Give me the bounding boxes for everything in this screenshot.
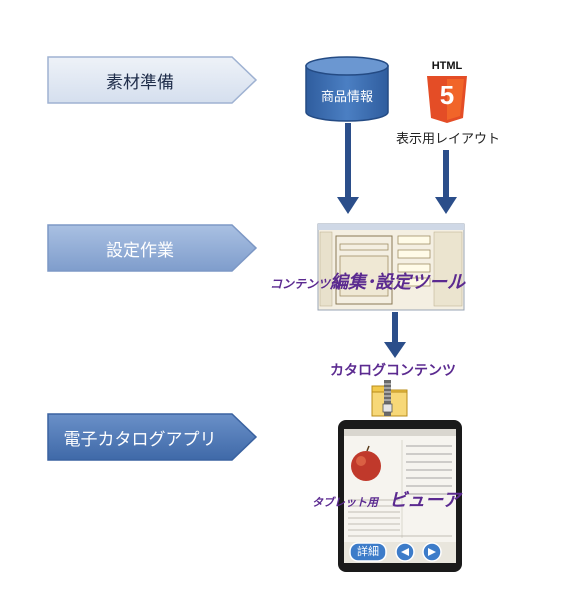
screenshot-thumbnail [317, 223, 465, 311]
stage-label-2: 設定作業 [106, 240, 174, 261]
viewer-caption: タブレット用 ビューア [312, 486, 492, 512]
stage-arrow-2 [47, 224, 258, 272]
database-label: 商品情報 [320, 90, 373, 105]
detail-button-label[interactable]: 詳細 [357, 545, 379, 558]
contents-label: カタログコンテンツ [330, 363, 456, 379]
database-icon [305, 56, 389, 122]
tool-caption-main: 編集･設定ツール [330, 272, 466, 293]
prev-button[interactable] [395, 542, 415, 562]
html5-badge-text: HTML [431, 60, 463, 72]
html5-badge-number: 5 [439, 80, 455, 110]
zip-folder-icon [371, 380, 408, 417]
html-caption: 表示用レイアウト [396, 132, 501, 147]
viewer-caption-main: ビューア [389, 490, 461, 511]
tool-caption-prefix: コンテンツ [270, 277, 331, 291]
stage-arrow-1 [47, 56, 258, 104]
apple-image [351, 445, 381, 481]
tool-caption: コンテンツ編集･設定ツール [270, 268, 540, 294]
stage-arrow-3 [47, 413, 258, 461]
stage-label-1: 素材準備 [106, 72, 174, 93]
html5-icon [427, 76, 467, 123]
stage-label-3: 電子カタログアプリ [63, 429, 217, 450]
next-button[interactable] [422, 542, 442, 562]
viewer-caption-prefix: タブレット用 [312, 496, 378, 509]
detail-button-bg[interactable] [349, 542, 387, 562]
